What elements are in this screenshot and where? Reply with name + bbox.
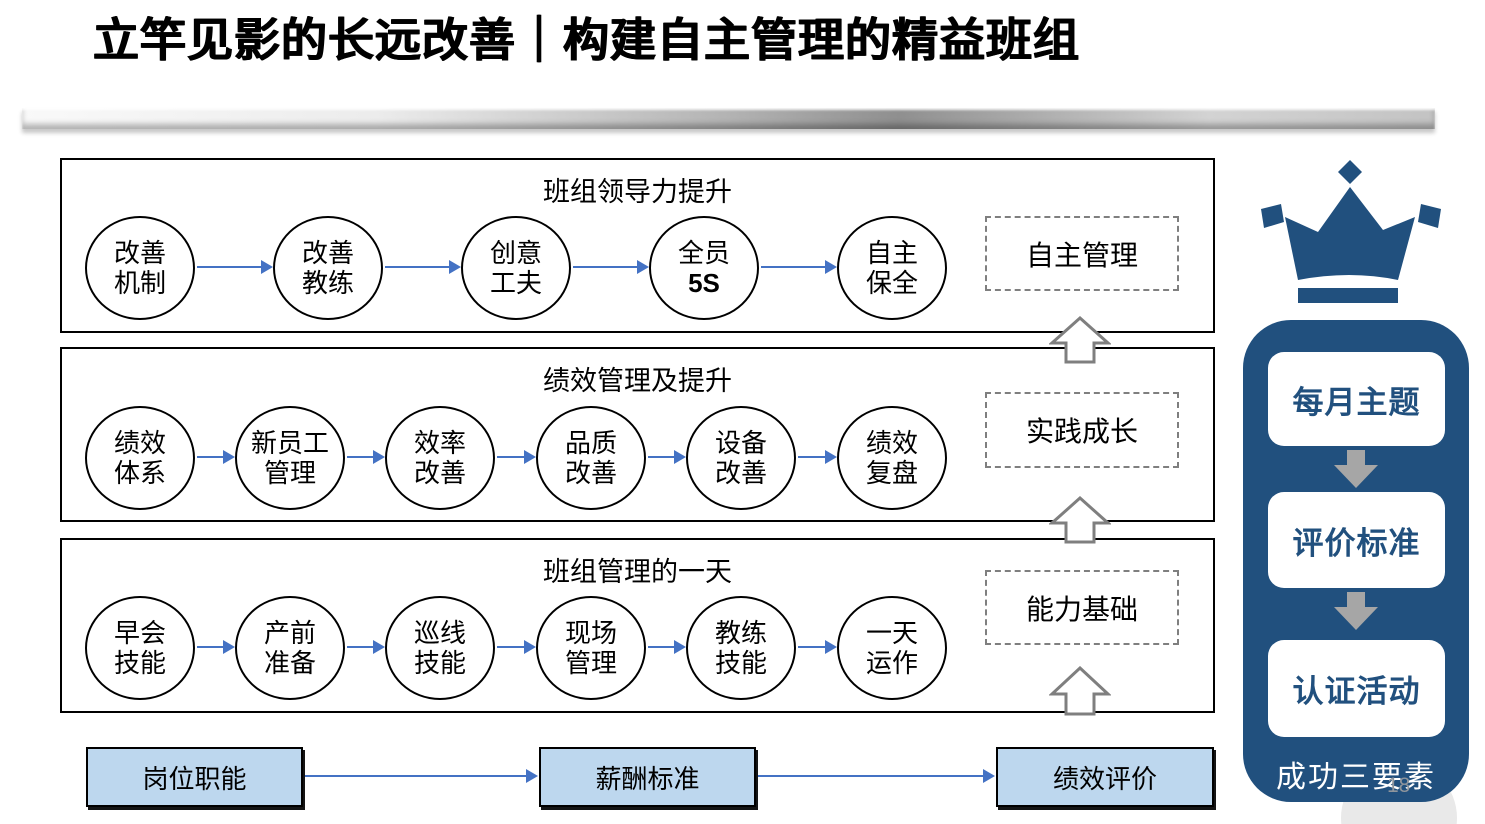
step-label-line2: 保全 — [865, 268, 918, 298]
panel-item-monthly-theme: 每月主题 — [1268, 352, 1445, 446]
tag-box-ability-base: 能力基础 — [985, 570, 1179, 645]
step-label-line1: 自主 — [865, 238, 918, 268]
step-label-line1: 设备 — [714, 428, 767, 458]
step-label-line2: 改善 — [413, 458, 466, 488]
step-circle: 改善教练 — [273, 216, 383, 320]
step-label-line2: 5S — [688, 268, 720, 298]
right-arrow-icon — [385, 260, 461, 274]
step-label-line2: 教练 — [301, 268, 354, 298]
step-label-line1: 教练 — [714, 618, 767, 648]
foundation-box-salary-standard: 薪酬标准 — [539, 747, 756, 807]
step-label-line1: 创意 — [489, 238, 542, 268]
step-circle: 设备改善 — [686, 406, 796, 510]
step-circle: 品质改善 — [536, 406, 646, 510]
step-label-line2: 机制 — [113, 268, 166, 298]
step-label-line2: 管理 — [564, 648, 617, 678]
step-label-line2: 管理 — [263, 458, 316, 488]
step-label-line2: 体系 — [113, 458, 166, 488]
step-label-line1: 产前 — [263, 618, 316, 648]
right-arrow-icon — [573, 260, 649, 274]
row-title-leadership: 班组领导力提升 — [543, 177, 732, 207]
step-label-line1: 效率 — [413, 428, 466, 458]
right-arrow-icon — [347, 450, 385, 464]
step-circle: 现场管理 — [536, 596, 646, 700]
panel-footer-label: 成功三要素 — [1276, 761, 1436, 794]
step-label-line1: 新员工 — [250, 428, 329, 458]
panel-item-certification-activity: 认证活动 — [1268, 640, 1445, 737]
panel-item-evaluation-standard: 评价标准 — [1268, 492, 1445, 588]
down-arrow-icon — [1334, 592, 1378, 630]
slide-title: 立竿见影的长远改善｜构建自主管理的精益班组 — [93, 14, 1080, 66]
right-arrow-icon — [798, 640, 837, 654]
step-circle: 早会技能 — [85, 596, 195, 700]
step-label-line1: 改善 — [113, 238, 166, 268]
step-label-line1: 一天 — [865, 618, 918, 648]
step-circle: 巡线技能 — [385, 596, 495, 700]
foundation-box-job-function: 岗位职能 — [86, 747, 303, 807]
right-arrow-icon — [497, 640, 536, 654]
step-label-line2: 运作 — [865, 648, 918, 678]
step-circle: 自主保全 — [837, 216, 947, 320]
right-arrow-icon — [648, 640, 686, 654]
crown-icon — [1261, 160, 1441, 303]
title-divider-bar — [22, 108, 1435, 129]
step-label-line2: 复盘 — [865, 458, 918, 488]
step-label-line2: 技能 — [714, 648, 767, 678]
row-title-daily: 班组管理的一天 — [543, 557, 732, 587]
step-label-line2: 工夫 — [489, 268, 542, 298]
step-circle: 创意工夫 — [461, 216, 571, 320]
right-arrow-icon — [761, 260, 837, 274]
up-arrow-icon — [1049, 496, 1111, 544]
step-label-line2: 技能 — [113, 648, 166, 678]
row-title-performance: 绩效管理及提升 — [543, 366, 732, 396]
step-label-line1: 绩效 — [865, 428, 918, 458]
right-arrow-icon — [197, 260, 273, 274]
step-label-line2: 准备 — [263, 648, 316, 678]
step-label-line1: 品质 — [564, 428, 617, 458]
step-label-line2: 技能 — [413, 648, 466, 678]
step-circle: 绩效体系 — [85, 406, 195, 510]
right-arrow-icon — [305, 769, 538, 783]
step-label-line1: 全员 — [677, 238, 730, 268]
step-label-line1: 现场 — [564, 618, 617, 648]
up-arrow-icon — [1049, 316, 1111, 364]
up-arrow-icon — [1049, 666, 1111, 716]
step-label-line1: 改善 — [301, 238, 354, 268]
right-arrow-icon — [197, 450, 235, 464]
right-arrow-icon — [497, 450, 536, 464]
step-label-line2: 改善 — [564, 458, 617, 488]
step-circle: 改善机制 — [85, 216, 195, 320]
step-circle: 产前准备 — [235, 596, 345, 700]
step-circle: 教练技能 — [686, 596, 796, 700]
step-circle: 效率改善 — [385, 406, 495, 510]
right-arrow-icon — [648, 450, 686, 464]
foundation-box-performance-eval: 绩效评价 — [996, 747, 1214, 807]
right-arrow-icon — [758, 769, 995, 783]
step-label-line2: 改善 — [714, 458, 767, 488]
down-arrow-icon — [1334, 450, 1378, 488]
step-circle: 新员工管理 — [235, 406, 345, 510]
page-number: 18 — [1387, 774, 1411, 797]
step-circle: 一天运作 — [837, 596, 947, 700]
tag-box-practice-growth: 实践成长 — [985, 392, 1179, 468]
right-arrow-icon — [798, 450, 837, 464]
right-arrow-icon — [197, 640, 235, 654]
step-circle: 绩效复盘 — [837, 406, 947, 510]
right-arrow-icon — [347, 640, 385, 654]
step-label-line1: 巡线 — [413, 618, 466, 648]
step-label-line1: 早会 — [113, 618, 166, 648]
tag-box-self-management: 自主管理 — [985, 216, 1179, 291]
step-label-line1: 绩效 — [113, 428, 166, 458]
